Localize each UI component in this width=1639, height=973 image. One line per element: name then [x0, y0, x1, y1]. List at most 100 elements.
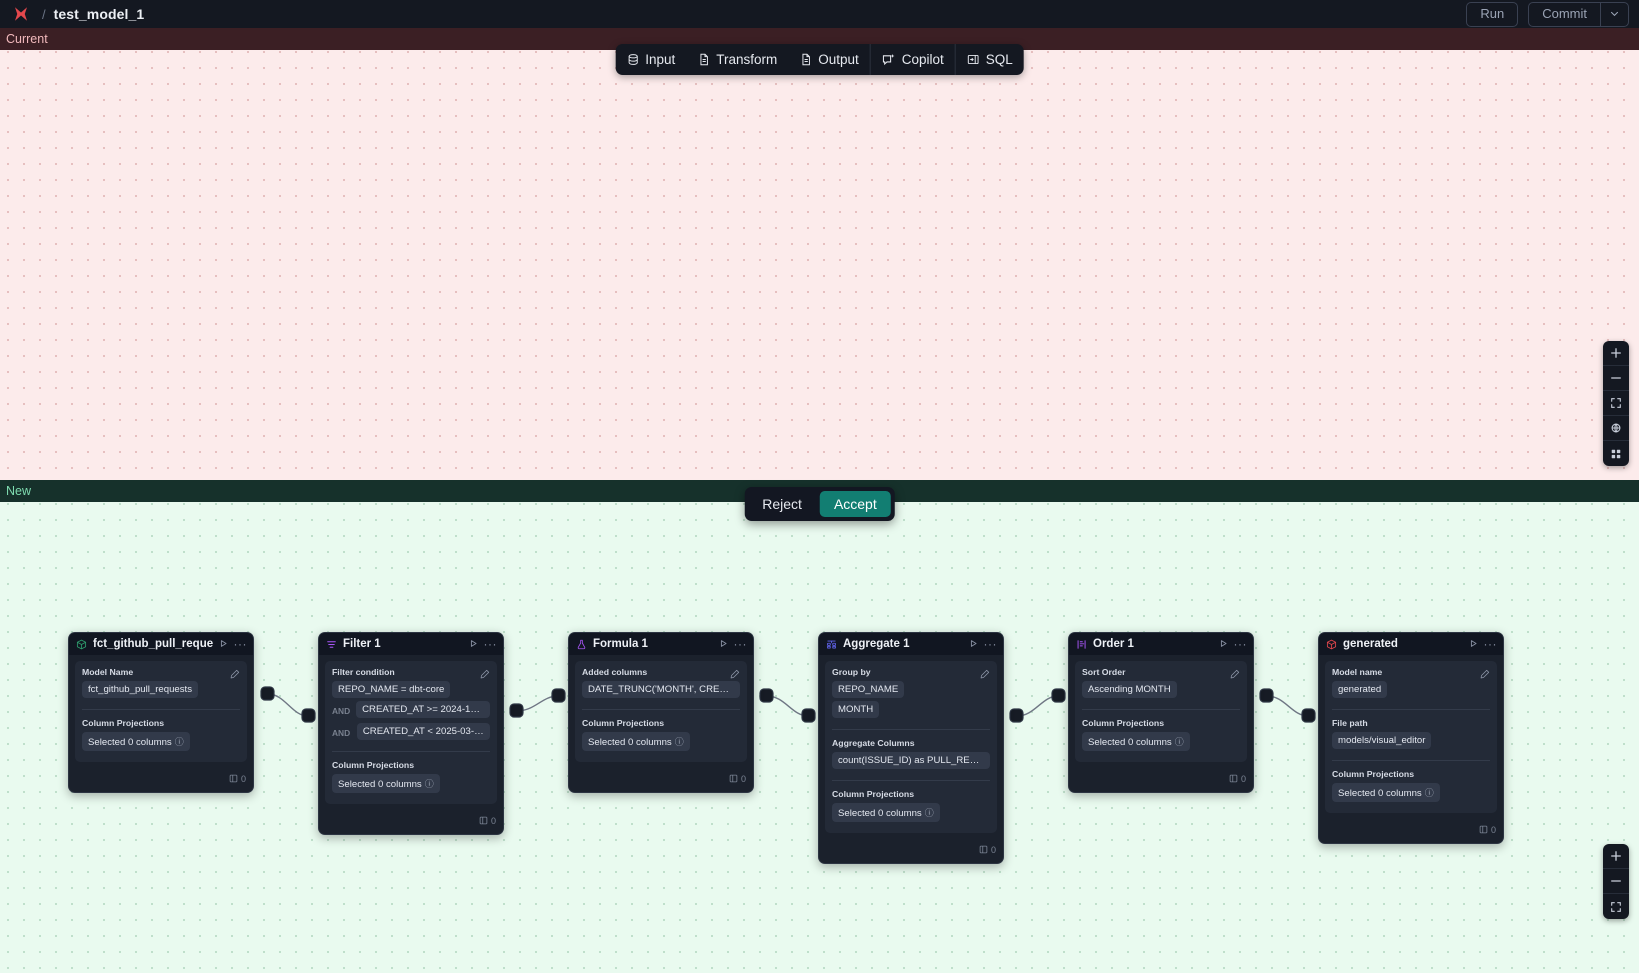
condition-row: AND CREATED_AT < 2025-03-01 — [332, 723, 490, 743]
commit-button[interactable]: Commit — [1529, 3, 1600, 26]
zoom-out-icon[interactable] — [1603, 366, 1629, 391]
node-footer: 0 — [569, 768, 753, 792]
field-value-pill[interactable]: models/visual_editor — [1332, 732, 1432, 749]
fit-view-icon[interactable] — [1603, 894, 1629, 919]
play-icon[interactable] — [219, 639, 228, 650]
more-options-icon[interactable]: ··· — [983, 637, 997, 651]
info-icon[interactable]: ⓘ — [674, 737, 684, 747]
graph-node-aggregate_1[interactable]: Aggregate 1 ··· Group by REPO_NAME MONTH Aggr… — [818, 632, 1004, 864]
node-row-count: 0 — [990, 845, 996, 855]
accept-button[interactable]: Accept — [819, 491, 891, 517]
canvas-current[interactable] — [0, 28, 1639, 480]
info-icon[interactable]: ⓘ — [1174, 737, 1184, 747]
field-label: Column Projections — [1332, 760, 1490, 779]
zoom-in-icon[interactable] — [1603, 341, 1629, 366]
zoom-in-icon[interactable] — [1603, 844, 1629, 869]
toolbar-label: Copilot — [901, 52, 944, 67]
run-button[interactable]: Run — [1466, 1, 1519, 27]
field-label: Column Projections — [82, 709, 240, 728]
reject-button[interactable]: Reject — [748, 491, 816, 517]
pencil-icon[interactable] — [1230, 666, 1240, 684]
toolbar-item-input[interactable]: Input — [615, 44, 686, 75]
field-value-pill[interactable]: CREATED_AT >= 2024-12-01 — [356, 701, 490, 718]
more-options-icon[interactable]: ··· — [1233, 637, 1247, 651]
field-value-pill[interactable]: CREATED_AT < 2025-03-01 — [356, 723, 490, 740]
commit-split-button[interactable]: Commit — [1528, 1, 1629, 27]
graph-node-fct_github_pull_requests[interactable]: fct_github_pull_requests···Model Namefct… — [68, 632, 254, 793]
field-label: File path — [1332, 709, 1490, 728]
play-icon[interactable] — [969, 639, 978, 650]
info-icon[interactable]: ⓘ — [924, 808, 934, 818]
zoom-out-icon[interactable] — [1603, 869, 1629, 894]
node-header[interactable]: generated··· — [1319, 633, 1503, 655]
field-value-pill[interactable]: Ascending MONTH — [1082, 681, 1177, 698]
top-bar: / test_model_1 Run Commit — [0, 0, 1639, 28]
field-value-pill[interactable]: fct_github_pull_requests — [82, 681, 199, 698]
lock-view-icon[interactable] — [1603, 416, 1629, 441]
aggregate-icon — [825, 638, 837, 650]
info-icon[interactable]: ⓘ — [1424, 788, 1434, 798]
pencil-icon[interactable] — [730, 666, 740, 684]
field-value-pill[interactable]: REPO_NAME = dbt-core — [332, 681, 451, 698]
node-header[interactable]: Order 1··· — [1069, 633, 1253, 655]
more-options-icon[interactable]: ··· — [733, 637, 747, 651]
field-label: Sort Order — [1082, 667, 1126, 677]
fit-view-icon[interactable] — [1603, 391, 1629, 416]
node-row-count: 0 — [740, 774, 746, 784]
play-icon[interactable] — [1219, 639, 1228, 650]
toolbar-label: Output — [818, 52, 859, 67]
document-icon — [799, 53, 812, 66]
condition-keyword: AND — [332, 728, 351, 738]
more-options-icon[interactable]: ··· — [1483, 637, 1497, 651]
node-header[interactable]: fct_github_pull_requests··· — [69, 633, 253, 655]
node-header[interactable]: Filter 1··· — [319, 633, 503, 655]
play-icon[interactable] — [719, 639, 728, 650]
toolbar-item-output[interactable]: Output — [788, 44, 870, 75]
field-value-pill[interactable]: REPO_NAME — [832, 681, 905, 698]
pencil-icon[interactable] — [980, 666, 990, 684]
node-title: Aggregate 1 — [843, 638, 910, 650]
info-icon[interactable]: ⓘ — [174, 737, 184, 747]
toolbar-item-sql[interactable]: SQL — [954, 44, 1024, 75]
sql-panel-icon — [967, 53, 980, 66]
more-options-icon[interactable]: ··· — [233, 637, 247, 651]
table-rows-icon — [729, 770, 738, 788]
node-header[interactable]: Formula 1··· — [569, 633, 753, 655]
node-header[interactable]: Aggregate 1 ··· — [819, 633, 1003, 655]
mini-map-icon[interactable] — [1603, 441, 1629, 466]
more-options-icon[interactable]: ··· — [483, 637, 497, 651]
toolbar-label: SQL — [985, 52, 1013, 67]
field-label: Group by — [832, 667, 871, 677]
chevron-down-icon[interactable] — [1600, 2, 1628, 26]
field-value-pill[interactable]: DATE_TRUNC('MONTH', CREATED_AT... — [582, 681, 740, 698]
field-value-pill[interactable]: count(ISSUE_ID) as PULL_REQUEST_... — [832, 752, 990, 769]
field-value-pill[interactable]: MONTH — [832, 701, 880, 718]
info-icon[interactable]: ⓘ — [424, 779, 434, 789]
toolbar-label: Transform — [716, 52, 778, 67]
toolbar-item-transform[interactable]: Transform — [686, 44, 788, 75]
app-logo-icon[interactable] — [10, 3, 32, 25]
toolbar-item-copilot[interactable]: Copilot — [869, 44, 955, 75]
field-value-pill[interactable]: generated — [1332, 681, 1388, 698]
node-footer: 0 — [1069, 768, 1253, 792]
pencil-icon[interactable] — [230, 666, 240, 684]
pencil-icon[interactable] — [480, 666, 490, 684]
play-icon[interactable] — [469, 639, 478, 650]
play-icon[interactable] — [1469, 639, 1478, 650]
pencil-icon[interactable] — [1480, 666, 1490, 684]
